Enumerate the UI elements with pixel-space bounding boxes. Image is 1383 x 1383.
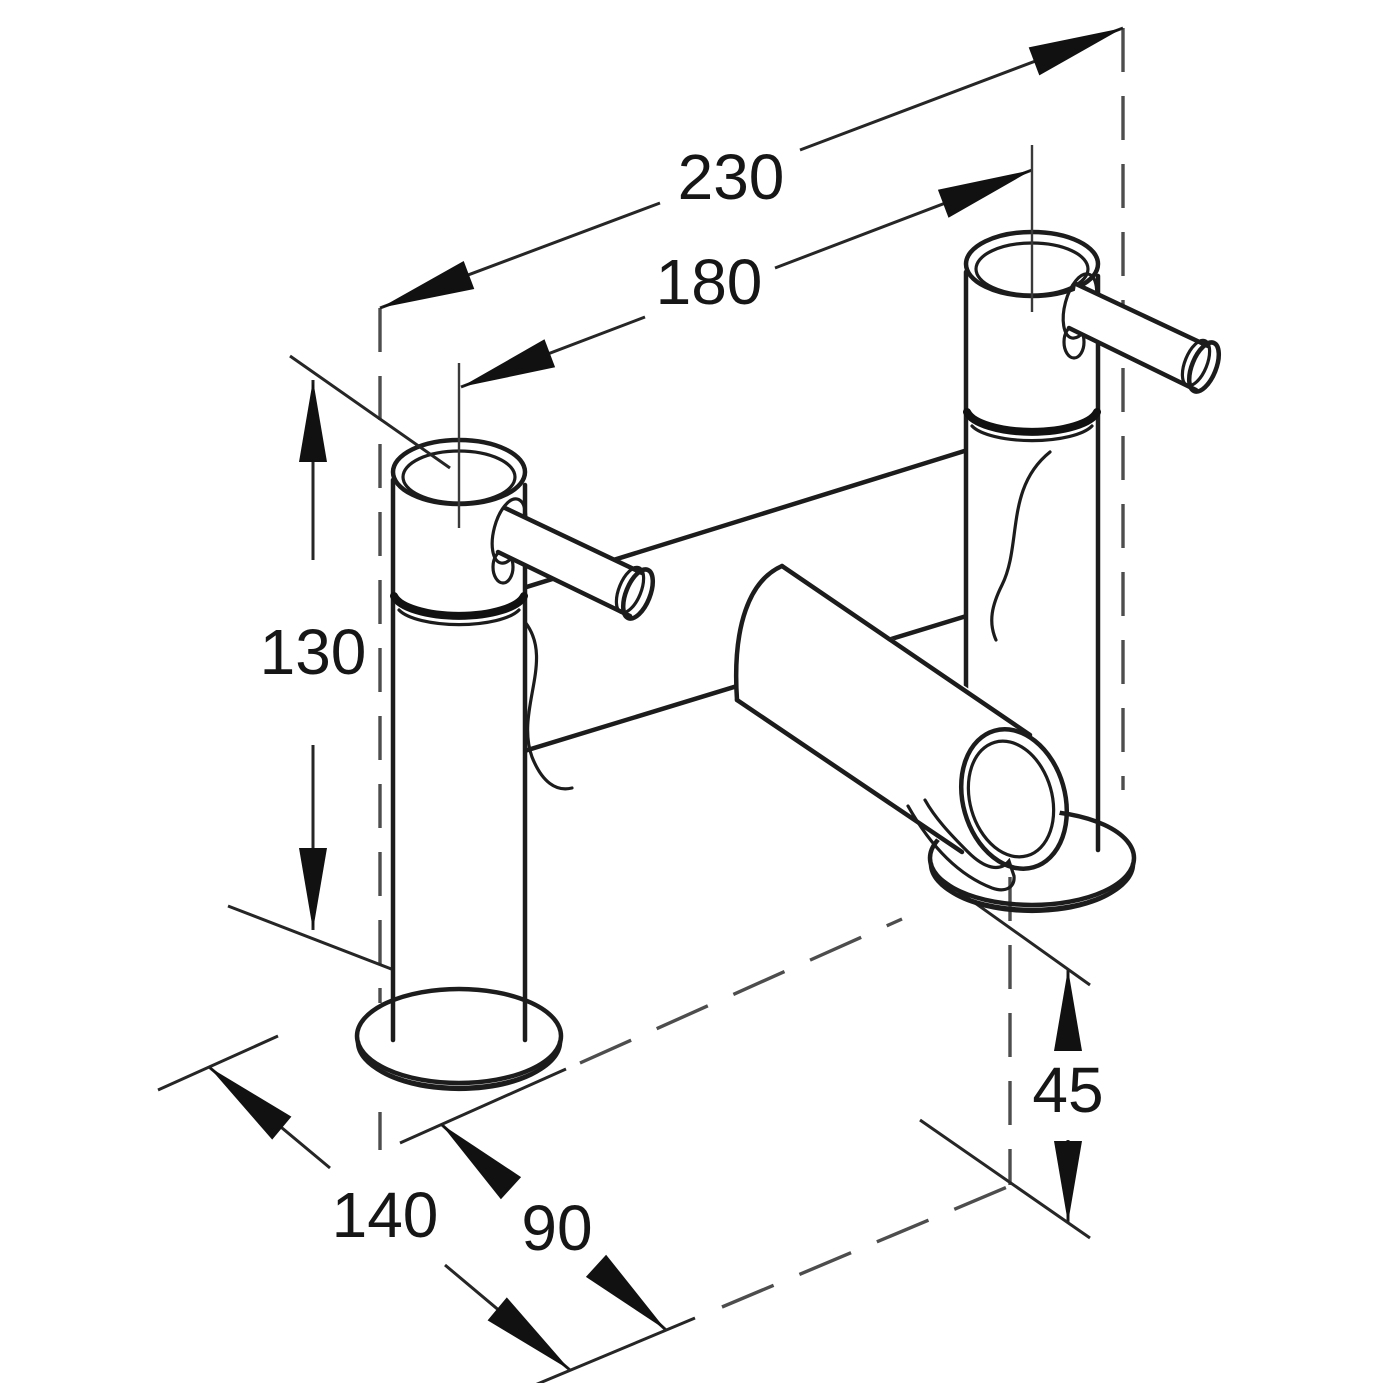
deck-line-dashed	[579, 917, 903, 1065]
extension-line	[157, 1034, 279, 1092]
left-base-flange	[354, 986, 564, 1092]
arrowhead-icon	[299, 848, 327, 930]
extension-line-bottom	[919, 1118, 1091, 1240]
dim-label-45: 45	[1032, 1054, 1103, 1126]
left-lever-cap-inner	[614, 565, 646, 615]
deck-line-solid	[399, 1067, 567, 1145]
height-extension-line-top	[289, 354, 451, 470]
right-lever-top	[1073, 281, 1211, 349]
arrowhead-icon	[209, 1067, 292, 1140]
dimension-spout-clearance: 45	[919, 876, 1104, 1240]
spout-back-cap	[734, 563, 785, 703]
spout-mouth-inner	[966, 739, 1056, 859]
left-pillar-band	[390, 592, 528, 620]
dimension-overall-width: 230	[379, 26, 1124, 310]
arrowhead-icon	[441, 1124, 522, 1200]
dimension-spout-offset: 90	[399, 917, 903, 1332]
right-lever-handle	[1061, 272, 1222, 394]
centre-lines	[289, 145, 1034, 528]
arrowhead-icon	[380, 261, 475, 308]
dim-label-130: 130	[260, 616, 367, 688]
arrowhead-icon	[487, 1297, 570, 1370]
dimension-pillar-height: 130	[227, 380, 426, 984]
left-lever-cap	[620, 567, 656, 621]
right-lever-cap	[1186, 340, 1222, 394]
dimension-body-depth: 140	[157, 1034, 571, 1372]
dim-label-180: 180	[656, 246, 763, 318]
arrowhead-icon	[1054, 1141, 1082, 1223]
left-lever-handle	[490, 497, 656, 621]
arrowhead-icon	[1028, 28, 1123, 76]
right-flange-base-ring	[936, 876, 1128, 914]
arrowhead-icon	[1054, 969, 1082, 1051]
spout-top-edge	[779, 563, 1033, 738]
projection-lines	[378, 28, 1125, 1150]
spout	[734, 563, 1070, 892]
dim-label-140: 140	[332, 1179, 439, 1251]
right-lever-cap-inner	[1180, 338, 1212, 388]
plane-edge-solid	[535, 1316, 696, 1383]
arrowhead-icon	[937, 170, 1032, 218]
dim-label-90: 90	[521, 1192, 592, 1264]
arrowhead-icon	[461, 339, 556, 387]
right-lever-bottom	[1066, 325, 1199, 393]
spout-under-lip	[906, 798, 1016, 892]
mounting-plane-edge	[535, 1183, 1013, 1383]
left-flange-base-ring	[363, 1054, 555, 1092]
right-pillar-band	[963, 408, 1101, 436]
right-pillar-band-lower	[970, 424, 1094, 443]
right-body-fairing	[990, 450, 1052, 642]
left-lever-top	[502, 505, 645, 576]
dim-label-230: 230	[678, 141, 785, 213]
spout-bottom-edge	[734, 697, 965, 855]
spout-mouth-outer	[958, 727, 1070, 871]
left-pillar-band-lower	[397, 608, 521, 627]
left-body-fairing	[523, 620, 574, 791]
left-lever-bottom	[495, 549, 633, 619]
plane-edge-dashed	[721, 1183, 1013, 1309]
arrowhead-icon	[585, 1254, 666, 1330]
arrowhead-icon	[299, 380, 327, 462]
dimension-tap-centres: 180	[460, 168, 1033, 389]
